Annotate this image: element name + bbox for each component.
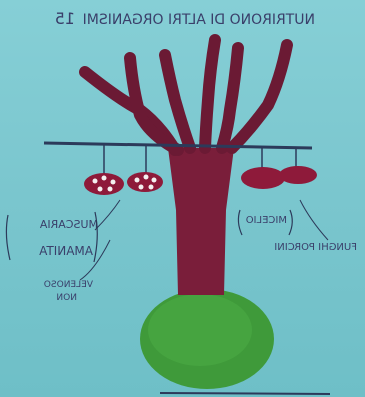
title-text: NUTRIRONO DI ALTRI ORGANISMI xyxy=(83,12,315,28)
left-label-note: VELENOSO xyxy=(44,280,93,290)
right-bracket xyxy=(238,210,242,235)
right-bracket-2 xyxy=(289,210,292,235)
right-labels: MICELIO FUNGHI PORCINI xyxy=(246,215,357,253)
branch-4 xyxy=(205,40,215,148)
porcino-right-1 xyxy=(241,167,285,189)
left-bracket xyxy=(6,215,10,260)
bottom-line xyxy=(160,393,330,394)
right-strings xyxy=(262,147,296,168)
right-pointer-line xyxy=(300,200,328,240)
branches xyxy=(85,40,287,150)
ground-bush-highlight xyxy=(148,294,252,366)
page-number: 15 xyxy=(55,9,75,28)
left-label-top: MUSCARIA xyxy=(39,218,98,231)
left-label-note2: NON xyxy=(56,293,77,303)
left-strings xyxy=(104,144,146,176)
amanita-left-2 xyxy=(127,172,163,192)
amanita-left-1 xyxy=(84,173,124,195)
left-label-main: AMANITA xyxy=(38,244,93,258)
porcino-right-2 xyxy=(279,166,317,184)
tree-trunk xyxy=(168,148,234,295)
right-label-top: MICELIO xyxy=(246,215,287,226)
right-label-main: FUNGHI PORCINI xyxy=(274,242,357,253)
branch-5 xyxy=(222,48,238,148)
left-labels: MUSCARIA AMANITA VELENOSO NON xyxy=(38,218,98,303)
